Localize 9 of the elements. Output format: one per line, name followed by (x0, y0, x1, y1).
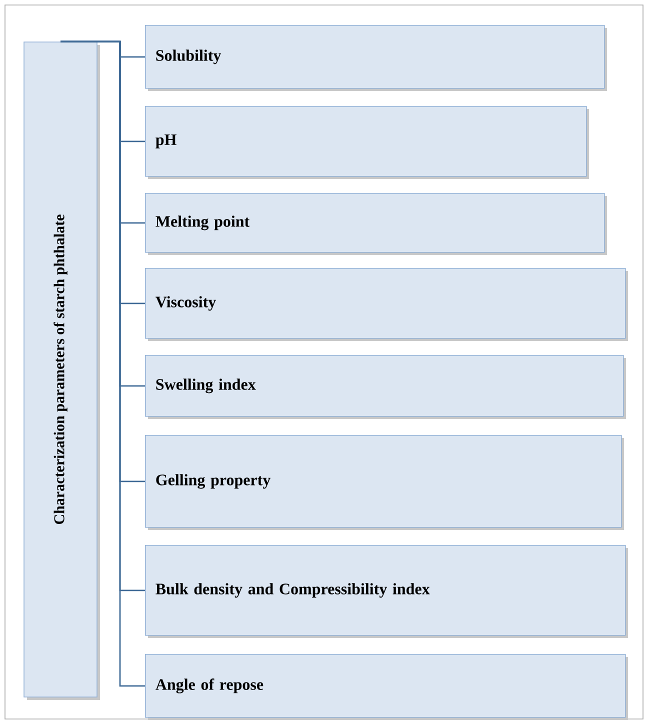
parameter-box: Melting point (145, 193, 605, 253)
parameter-box: Gelling property (145, 435, 622, 528)
parameter-box: Angle of repose (145, 654, 626, 718)
parameter-box: pH (145, 106, 587, 177)
category-box: Characterization parameters of starch phthalate (24, 42, 98, 698)
parameter-box: Swelling index (145, 355, 624, 417)
parameter-box: Viscosity (145, 268, 626, 339)
parameter-box: Solubility (145, 25, 605, 89)
parameter-box: Bulk density and Compressibility index (145, 545, 626, 636)
